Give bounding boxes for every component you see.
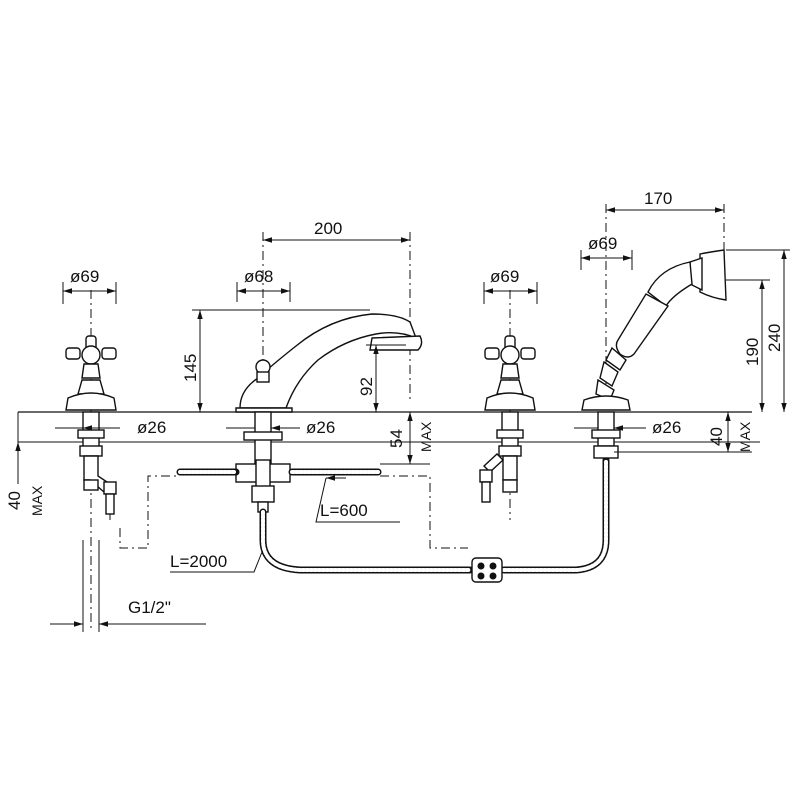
long-hose-length: L=2000 [170,552,227,571]
hand-shower-top-diameter: ø69 [588,234,617,253]
hand-shower-height-low: 190 [743,338,762,366]
right-valve [479,290,536,520]
left-valve-shank-diameter: ø26 [137,418,166,437]
spout-height-below-note: MAX [418,421,434,452]
left-valve [65,290,180,630]
hand-shower-height-high: 240 [765,324,784,352]
spout-height-below: 54 [387,429,406,448]
spout-shank-diameter: ø26 [306,418,335,437]
left-valve-top-diameter: ø69 [70,267,99,286]
spout-outlet-height: 92 [357,377,376,396]
spout [235,232,423,520]
spout-top-diameter: ø68 [244,267,273,286]
left-valve-connection: G1/2" [128,598,171,617]
short-hose [176,468,468,549]
long-hose [259,456,610,583]
hand-shower [581,204,727,459]
spout-height: 145 [181,354,200,382]
hand-shower-height-below-note: MAX [737,421,753,452]
hand-shower-height-below: 40 [707,427,726,446]
short-hose-length: L=600 [320,501,368,520]
left-valve-height-below: 40 [5,491,24,510]
spout-reach: 200 [314,219,342,238]
left-valve-height-below-note: MAX [29,485,45,516]
hand-shower-shank-diameter: ø26 [652,418,681,437]
hand-shower-reach: 170 [644,189,672,208]
right-valve-top-diameter: ø69 [490,267,519,286]
